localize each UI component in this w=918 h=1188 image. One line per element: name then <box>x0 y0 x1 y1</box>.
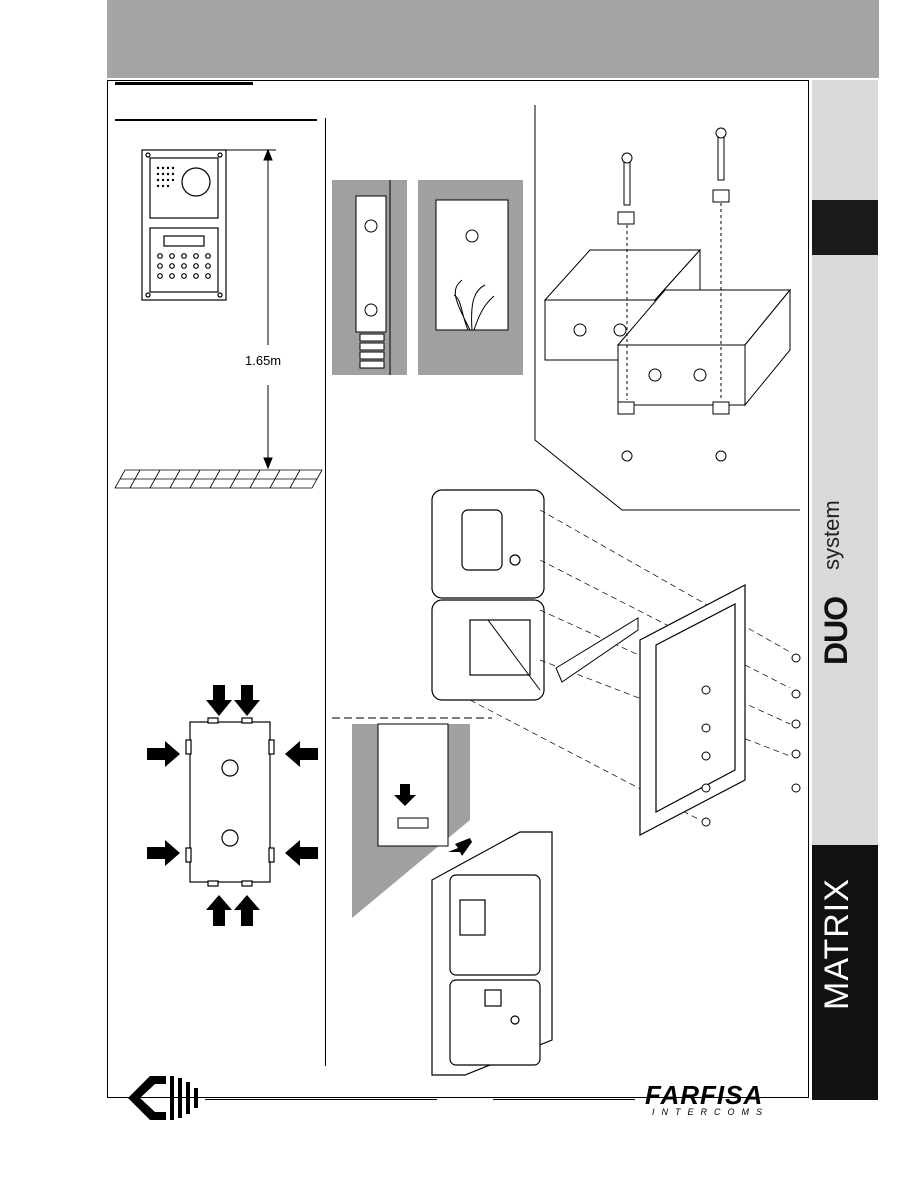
metal-boxes-drawing <box>545 250 790 405</box>
footer-rule-right <box>493 1099 635 1100</box>
arrow-down-icon <box>206 685 260 716</box>
wall-box-front-view <box>418 180 523 375</box>
mounting-frame <box>640 585 745 835</box>
product-line-suffix: system <box>819 500 845 570</box>
arrow-left-icon <box>285 741 318 866</box>
mounting-bracket <box>556 618 638 682</box>
wall-box-side-view <box>332 180 407 375</box>
manufacturer-tagline: INTERCOMS <box>652 1107 769 1117</box>
flush-box-front <box>186 718 274 886</box>
assembled-unit-drawing <box>432 832 552 1075</box>
arrow-up-icon <box>206 895 260 926</box>
farfisa-logo-icon <box>128 1076 198 1120</box>
mounting-height-label: 1.65m <box>243 353 283 368</box>
module-stack-drawing <box>432 490 544 700</box>
door-station-drawing <box>142 150 226 300</box>
footer-rule-left <box>205 1099 437 1100</box>
product-line-label: DUO <box>818 597 855 665</box>
floor-grid <box>115 470 322 488</box>
arrow-right-icon <box>147 741 180 866</box>
height-dimension <box>226 150 276 468</box>
product-name-label: MATRIX <box>818 878 857 1010</box>
